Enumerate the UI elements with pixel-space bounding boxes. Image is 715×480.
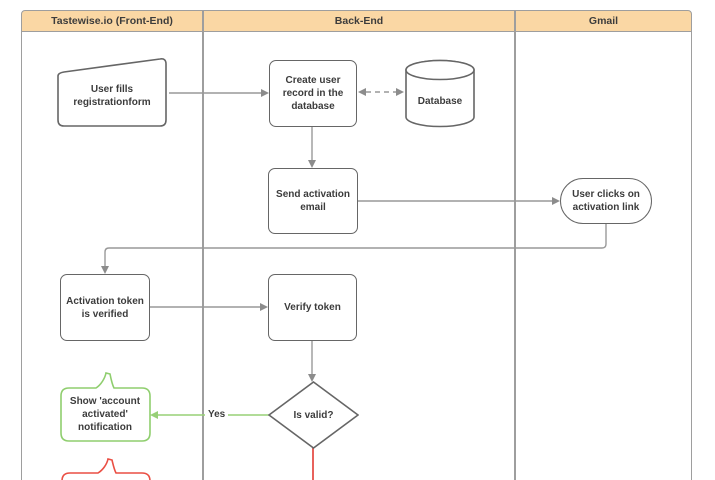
node-user-clicks-link-label: User clicks on activation link bbox=[572, 189, 640, 213]
node-verify-token[interactable]: Verify token bbox=[268, 274, 357, 341]
lane-header-gmail-label: Gmail bbox=[588, 15, 619, 27]
callout-red-shape bbox=[61, 458, 151, 480]
node-create-user-record[interactable]: Create user record in the database bbox=[269, 60, 357, 127]
node-database[interactable]: Database bbox=[405, 59, 475, 128]
node-show-invalid[interactable]: Show 'invalid bbox=[60, 458, 152, 480]
lane-header-frontend[interactable]: Tastewise.io (Front-End) bbox=[21, 10, 203, 32]
callout-green-shape bbox=[60, 372, 151, 442]
lane-header-backend[interactable]: Back-End bbox=[203, 10, 515, 32]
lane-header-backend-label: Back-End bbox=[334, 15, 384, 27]
decision-diamond-shape bbox=[268, 381, 359, 449]
lane-header-gmail[interactable]: Gmail bbox=[515, 10, 692, 32]
node-show-invalid-label: Show 'invalid bbox=[62, 476, 150, 480]
node-send-activation-email-label: Send activation email bbox=[276, 189, 350, 213]
lane-header-frontend-label: Tastewise.io (Front-End) bbox=[51, 15, 173, 27]
node-registration-form[interactable]: User fills registrationform bbox=[55, 55, 169, 128]
node-database-label: Database bbox=[417, 95, 463, 107]
node-is-valid-label: Is valid? bbox=[293, 409, 334, 421]
cylinder-top-icon bbox=[405, 59, 475, 81]
node-registration-form-label: User fills registrationform bbox=[73, 84, 151, 108]
node-activation-token-verified[interactable]: Activation token is verified bbox=[60, 274, 150, 341]
node-show-activated[interactable]: Show 'account activated' notification bbox=[58, 370, 152, 443]
card-shape bbox=[57, 58, 167, 127]
node-verify-token-label: Verify token bbox=[284, 302, 341, 313]
node-send-activation-email[interactable]: Send activation email bbox=[268, 168, 358, 234]
node-create-user-record-label: Create user record in the database bbox=[282, 75, 344, 112]
edge-label-yes: Yes bbox=[205, 408, 229, 421]
node-show-activated-label: Show 'account activated' notification bbox=[69, 396, 141, 433]
node-activation-token-verified-label: Activation token is verified bbox=[66, 295, 144, 320]
node-is-valid[interactable]: Is valid? bbox=[268, 381, 359, 449]
lane-body-gmail bbox=[515, 32, 692, 480]
node-user-clicks-link[interactable]: User clicks on activation link bbox=[560, 178, 652, 224]
